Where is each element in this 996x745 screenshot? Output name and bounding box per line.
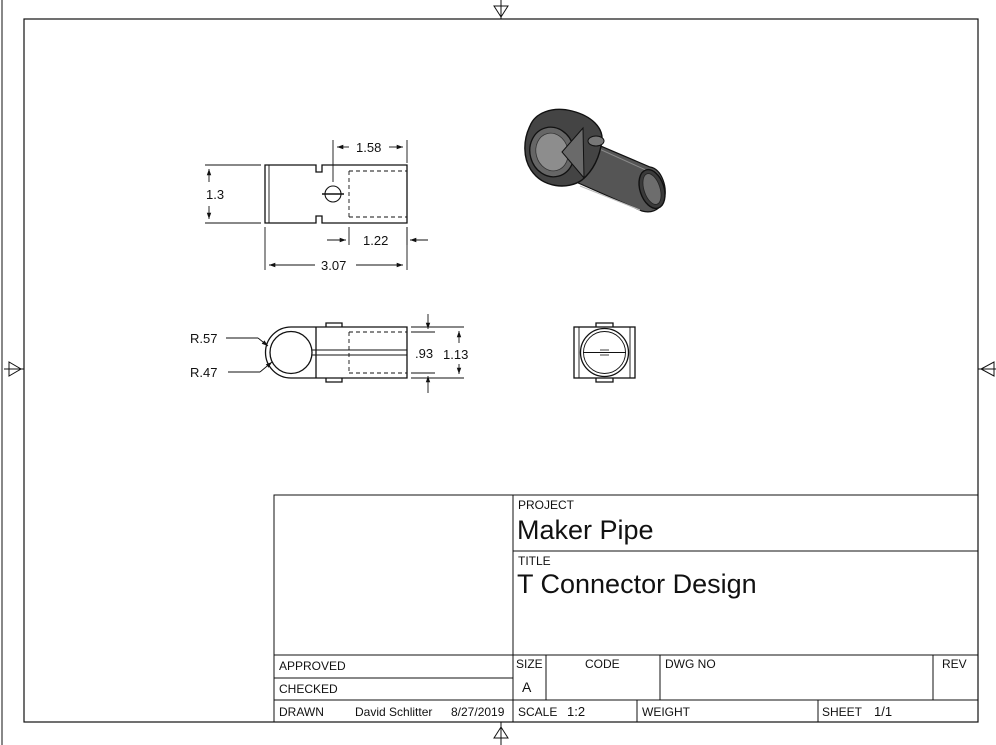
- dim-label-slot-offset: 1.58: [356, 140, 381, 155]
- dimension-outer-width: [411, 326, 464, 379]
- scale-label: SCALE: [518, 705, 558, 719]
- isometric-view: [524, 108, 666, 213]
- dim-label-height: 1.3: [206, 187, 224, 202]
- dimension-inner-width: [411, 314, 435, 393]
- dim-label-socket-depth: 1.22: [363, 233, 388, 248]
- centering-mark-left: [4, 361, 24, 377]
- centering-mark-bottom: [493, 722, 509, 745]
- side-view-outline: [264, 164, 408, 224]
- scale-value: 1:2: [567, 704, 586, 719]
- dimension-overall-length: [264, 227, 408, 270]
- title-block-grid: [273, 494, 979, 723]
- title-label: TITLE: [518, 554, 551, 568]
- dim-label-inner-width: .93: [415, 346, 433, 361]
- centering-mark-top: [493, 0, 509, 19]
- size-value: A: [522, 679, 532, 695]
- drawn-date: 8/27/2019: [451, 705, 505, 719]
- drawn-label: DRAWN: [279, 705, 324, 719]
- dim-label-outer-radius: R.57: [190, 331, 217, 346]
- drawing-title: T Connector Design: [517, 569, 757, 599]
- dwg-no-label: DWG NO: [665, 657, 716, 671]
- code-label: CODE: [585, 657, 620, 671]
- top-view-slot: [312, 349, 407, 356]
- approved-label: APPROVED: [279, 659, 346, 673]
- dimension-slot-offset: [332, 140, 408, 182]
- project-name: Maker Pipe: [517, 515, 654, 545]
- side-view: 1.58 1.3 1.22 3.07: [205, 140, 428, 273]
- centering-mark-right: [978, 361, 996, 377]
- end-view: [573, 322, 636, 383]
- side-view-slot-hole: [322, 185, 344, 203]
- top-view-outline: [264, 322, 408, 383]
- dim-label-inner-radius: R.47: [190, 365, 217, 380]
- dim-label-outer-width: 1.13: [443, 347, 468, 362]
- rev-label: REV: [942, 657, 967, 671]
- drawn-by: David Schlitter: [355, 705, 433, 719]
- dimension-height: [205, 164, 261, 224]
- project-label: PROJECT: [518, 498, 575, 512]
- side-view-hidden-bore: [348, 170, 407, 218]
- weight-label: WEIGHT: [642, 705, 690, 719]
- top-view: R.57 R.47 .93 1.13: [190, 314, 468, 393]
- size-label: SIZE: [516, 657, 543, 671]
- sheet-label: SHEET: [822, 705, 863, 719]
- leader-inner-radius: [228, 361, 273, 373]
- sheet-value: 1/1: [874, 704, 893, 719]
- checked-label: CHECKED: [279, 682, 338, 696]
- dim-label-overall-length: 3.07: [321, 258, 346, 273]
- top-view-hidden-bore: [348, 331, 407, 374]
- leader-outer-radius: [226, 337, 269, 347]
